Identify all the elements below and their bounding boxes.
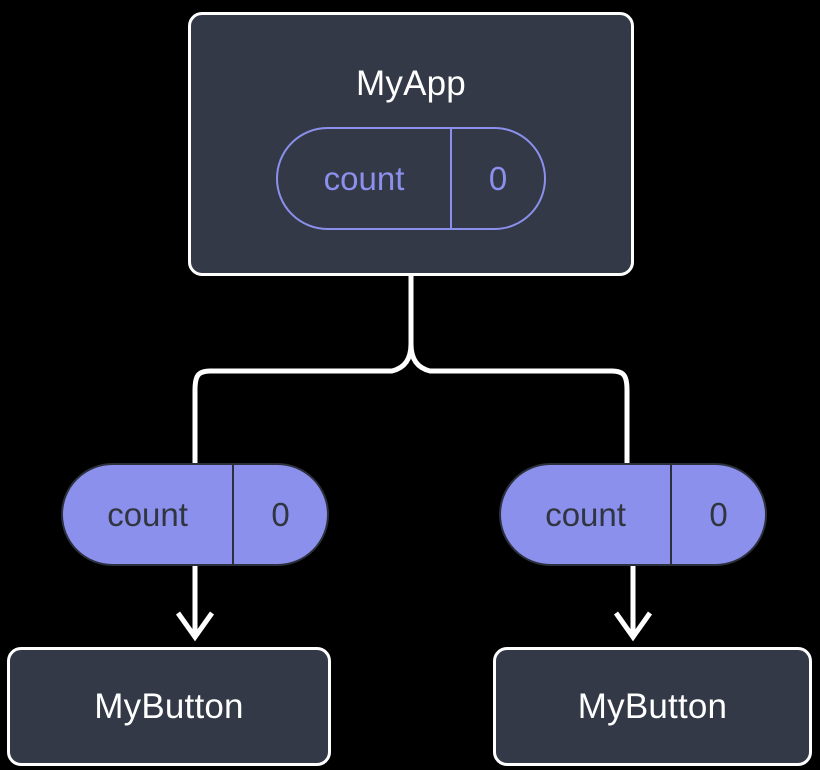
state-pill-right-key: count xyxy=(545,496,626,533)
component-node-mybutton-right[interactable]: MyButton xyxy=(493,647,812,766)
state-pill-root-count[interactable]: count 0 xyxy=(276,127,546,230)
component-node-myapp[interactable]: MyApp xyxy=(188,12,634,276)
arrow-head-right-icon xyxy=(613,611,653,642)
edge-to-right-pill xyxy=(611,368,630,470)
state-pill-left-value: 0 xyxy=(232,465,327,564)
state-pill-right-count[interactable]: count 0 xyxy=(499,463,767,566)
component-title-myapp: MyApp xyxy=(356,64,466,103)
state-pill-right-value: 0 xyxy=(670,465,765,564)
component-title-mybutton-left: MyButton xyxy=(94,687,244,726)
edge-split-junction xyxy=(210,343,414,374)
state-pill-root-key: count xyxy=(323,160,405,197)
arrow-head-left-icon xyxy=(175,611,215,642)
component-title-mybutton-right: MyButton xyxy=(577,687,728,726)
state-pill-root-value: 0 xyxy=(450,129,544,228)
edge-to-left-pill xyxy=(192,368,211,470)
state-pill-left-count[interactable]: count 0 xyxy=(61,463,329,566)
edge-split-junction-mirror xyxy=(408,343,612,374)
component-node-mybutton-left[interactable]: MyButton xyxy=(7,647,331,766)
state-pill-left-key: count xyxy=(107,496,188,533)
